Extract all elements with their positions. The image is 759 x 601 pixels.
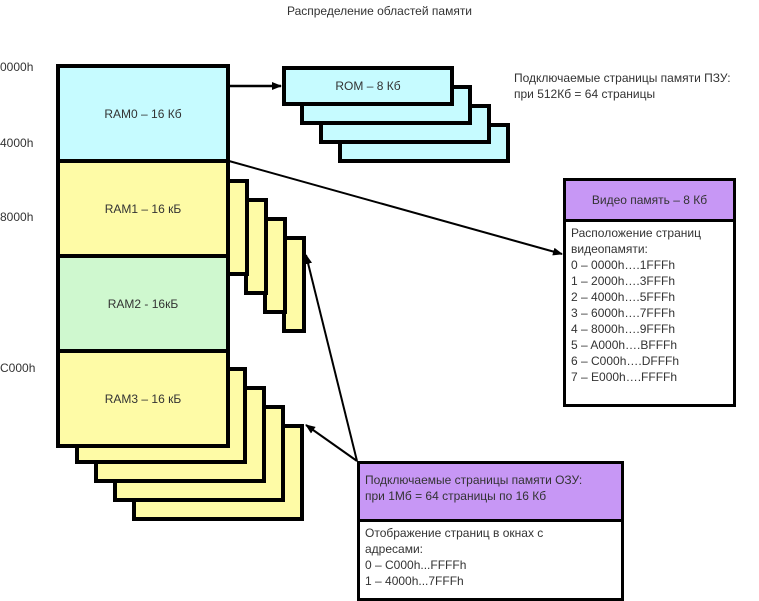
rom-note-line-1: Подключаемые страницы памяти ПЗУ:	[514, 71, 731, 85]
address-label-0000h: 0000h	[0, 60, 34, 74]
diagram-title: Распределение областей памяти	[286, 4, 473, 18]
video-memory-header: Видео память – 8 Кб	[566, 181, 733, 222]
arrow-to-ram3-pages	[305, 424, 358, 462]
video-line: видеопамяти:	[571, 242, 648, 256]
ram3-block: RAM3 – 16 кБ	[56, 349, 230, 448]
rom-label: ROM – 8 Кб	[335, 79, 401, 93]
ram-pages-header-line-2: при 1Мб = 64 страницы по 16 Кб	[365, 489, 547, 503]
video-line: Расположение страниц	[571, 226, 701, 240]
ram3-label: RAM3 – 16 кБ	[104, 391, 182, 406]
ram-pages-line: адресами:	[365, 542, 423, 556]
ram-pages-header-line-1: Подключаемые страницы памяти ОЗУ:	[365, 473, 583, 487]
ram1-block: RAM1 – 16 кБ	[56, 159, 230, 258]
ram-pages-line: 1 – 4000h...7FFFh	[365, 574, 464, 588]
address-label-8000h: 8000h	[0, 210, 34, 224]
arrow-to-ram1-pages	[304, 254, 358, 462]
video-line: 0 – 0000h….1FFFh	[571, 258, 676, 272]
video-line: 6 – C000h….DFFFh	[571, 354, 680, 368]
ram2-label: RAM2 - 16кБ	[107, 296, 179, 311]
ram-pages-body: Отображение страниц в окнах с адресами: …	[360, 522, 621, 592]
video-memory-body: Расположение страниц видеопамяти: 0 – 00…	[566, 222, 733, 388]
rom-note-line-2: при 512Кб = 64 страницы	[514, 87, 656, 101]
ram2-block: RAM2 - 16кБ	[56, 254, 230, 353]
address-label-4000h: 4000h	[0, 136, 34, 150]
ram-pages-line: Отображение страниц в окнах с	[365, 526, 544, 540]
rom-note: Подключаемые страницы памяти ПЗУ: при 51…	[514, 70, 731, 102]
video-line: 2 – 4000h….5FFFh	[571, 290, 676, 304]
ram0-label: RAM0 – 16 Кб	[104, 106, 182, 121]
ram1-label: RAM1 – 16 кБ	[104, 201, 182, 216]
video-memory-panel: Видео память – 8 Кб Расположение страниц…	[563, 178, 736, 407]
ram-pages-header: Подключаемые страницы памяти ОЗУ: при 1М…	[360, 464, 621, 522]
rom-block: ROM – 8 Кб	[282, 66, 454, 106]
video-line: 4 – 8000h….9FFFh	[571, 322, 676, 336]
ram-pages-line: 0 – C000h...FFFFh	[365, 558, 467, 572]
arrow-to-video-memory	[228, 160, 563, 256]
video-line: 3 – 6000h….7FFFh	[571, 306, 676, 320]
address-label-c000h: C000h	[0, 361, 36, 375]
video-line: 5 – A000h….BFFFh	[571, 338, 678, 352]
video-line: 1 – 2000h….3FFFh	[571, 274, 676, 288]
video-line: 7 – E000h….FFFFh	[571, 370, 678, 384]
